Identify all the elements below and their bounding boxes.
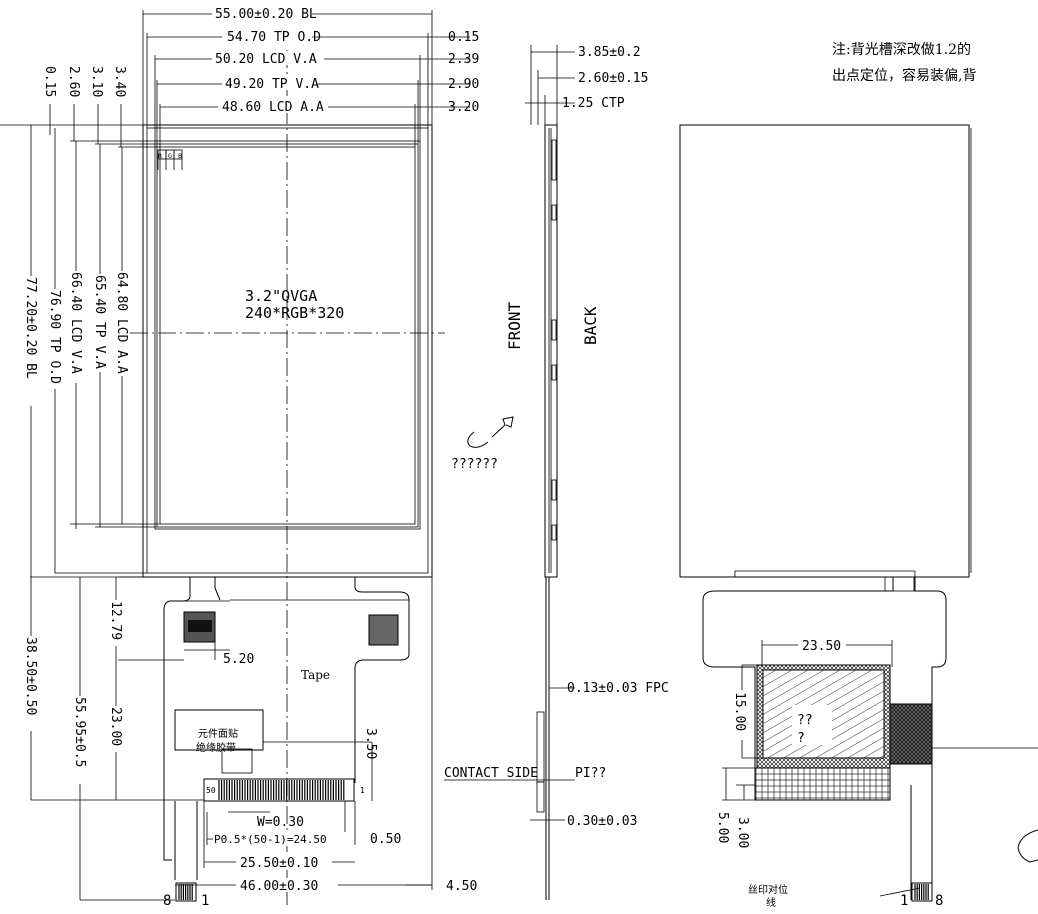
dim-fpc-thickness: 0.13±0.03 FPC (567, 681, 669, 696)
dim-fpc-520: 5.20 (223, 652, 254, 667)
dim-offset-310: 3.10 (89, 66, 104, 97)
insulation-tape-label-2: 绝缘胶带 (196, 741, 236, 754)
back-outline (679, 124, 970, 578)
back-pin-grid (754, 767, 891, 801)
fpc-outline-right (354, 577, 410, 783)
dim-right-290: 2.90 (448, 77, 479, 92)
side-body (544, 124, 558, 578)
side-fpc (545, 577, 550, 900)
dim-offset-260: 2.60 (66, 66, 81, 97)
left-dimensions: 77.20±0.20 BL 76.90 TP O.D 66.40 LCD V.A… (0, 66, 204, 901)
dim-fpc-12: 12.79 (108, 601, 123, 640)
screen-resolution-label: 240*RGB*320 (245, 304, 344, 322)
dim-back-1500: 15.00 (732, 692, 747, 731)
view-direction-arrow (491, 416, 514, 438)
dim-pin-width: W=0.30 (257, 815, 304, 830)
front-view: RGB 3.2"QVGA 240*RGB*320 Tape 元件面贴 绝缘胶带 … (130, 50, 445, 909)
contact-side-label: CONTACT SIDE (444, 766, 538, 781)
dim-offset-015: 0.15 (42, 66, 57, 97)
dim-fpc-450: 4.50 (446, 879, 477, 894)
back-fpc-outline-left (702, 590, 756, 785)
dim-tp-va-height: 65.40 TP V.A (92, 275, 107, 369)
end-pin-1-label: 1 (201, 893, 209, 909)
insulation-tape-label-1: 元件面贴 (198, 727, 238, 740)
dim-ctp-125: 1.25 CTP (562, 96, 625, 111)
dim-030: 0.30±0.03 (567, 814, 637, 829)
partial-stamp-shape (1017, 829, 1038, 863)
rgb-label: RGB (158, 152, 182, 160)
dim-thickness-260: 2.60±0.15 (578, 71, 648, 86)
dim-tail-length: 38.50±0.50 (23, 637, 38, 715)
dim-lcd-aa: 48.60 LCD A.A (222, 100, 324, 115)
top-dimensions: 55.00±0.20 BL 54.70 TP O.D 50.20 LCD V.A… (142, 6, 479, 147)
dim-fpc-total: 55.95±0.5 (72, 697, 87, 767)
dim-fpc-4600: 46.00±0.30 (240, 879, 318, 894)
back-qmark-1: ?? (797, 713, 813, 728)
lcd-va-outline (154, 140, 421, 530)
fpc-end-pins (178, 884, 193, 900)
contact-pin-row (203, 778, 355, 802)
dim-offset-340: 3.40 (112, 66, 127, 97)
dim-fpc-23: 23.00 (108, 707, 123, 746)
insulation-tape-tab (221, 748, 253, 774)
dim-tp-va: 49.20 TP V.A (225, 77, 319, 92)
dim-right-015: 0.15 (448, 30, 479, 45)
back-pin-1-label: 1 (900, 893, 908, 909)
dim-back-500: 5.00 (715, 812, 730, 843)
end-pin-8-label: 8 (163, 893, 171, 909)
dim-thickness-385: 3.85±0.2 (578, 45, 641, 60)
back-view: ?? ? 23.50 15.00 5.00 3.00 1 8 丝印对位 线 (679, 124, 1038, 909)
fpc-dimensions: 5.20 3.50 W=0.30 P0.5*(50-1)=24.50 0.50 … (175, 577, 477, 894)
rotate-arrow (467, 431, 489, 448)
insulation-tape-box (174, 709, 264, 751)
dim-fpc-2550: 25.50±0.10 (240, 856, 318, 871)
contact-pins (218, 780, 345, 800)
back-label: BACK (581, 306, 600, 345)
fpc-neck-right (214, 577, 221, 601)
fpc-component-chip (188, 620, 212, 632)
tp-va-outline (156, 143, 419, 528)
pin-1-label: 1 (360, 786, 365, 795)
dim-fpc-350: 3.50 (363, 728, 378, 759)
front-label: FRONT (505, 301, 524, 350)
tape-label: Tape (301, 668, 330, 682)
dim-tp-od-height: 76.90 TP O.D (47, 290, 62, 384)
silk-alignment-label-1: 丝印对位 (748, 883, 788, 896)
silk-alignment-label-2: 线 (766, 896, 776, 909)
back-end-pins (914, 884, 929, 900)
back-pin-8-label: 8 (935, 893, 943, 909)
dim-tp-od: 54.70 TP O.D (227, 30, 321, 45)
rotate-label: ?????? (451, 457, 498, 472)
dim-lcd-va-height: 66.40 LCD V.A (68, 272, 83, 374)
note-line-2: 出点定位，容易装偏,背 (832, 67, 976, 84)
dim-bl-width: 55.00±0.20 BL (215, 7, 317, 22)
dim-pitch: P0.5*(50-1)=24.50 (214, 833, 327, 846)
note-line-1: 注:背光槽深改做1.2的 (832, 42, 971, 58)
side-view: 3.85±0.2 2.60±0.15 1.25 CTP FRONT BACK ?… (444, 45, 669, 900)
dim-back-300: 3.00 (735, 817, 750, 848)
dim-lcd-aa-height: 64.80 LCD A.A (114, 272, 129, 374)
dim-right-239: 2.39 (448, 52, 479, 67)
dim-bl-height: 77.20±0.20 BL (23, 277, 38, 379)
screen-size-label: 3.2"QVGA (245, 287, 317, 305)
back-qmark-2: ? (797, 731, 805, 746)
backlight-outline (142, 124, 433, 578)
tp-outline (146, 127, 429, 574)
pin-50-label: 50 (206, 786, 216, 795)
dim-lcd-va: 50.20 LCD V.A (215, 52, 317, 67)
dim-right-320: 3.20 (448, 100, 479, 115)
dim-fpc-050: 0.50 (370, 832, 401, 847)
fpc-outline-left (163, 577, 191, 861)
fpc-stiffener-patch (368, 614, 399, 646)
pi-label: PI?? (575, 766, 606, 781)
rgb-box-b (173, 149, 183, 160)
dim-back-2350: 23.50 (802, 639, 841, 654)
lcd-aa-outline (159, 146, 416, 525)
